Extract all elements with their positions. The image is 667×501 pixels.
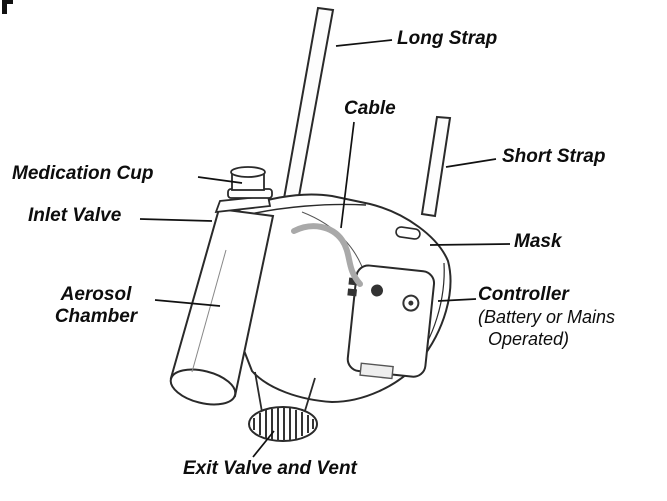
short-strap-drawing (420, 115, 452, 218)
label-controller-note-line2: Operated) (488, 329, 570, 349)
aerosol-chamber-drawing (169, 207, 275, 406)
label-medication-cup: Medication Cup (12, 163, 154, 184)
leader-lines (139, 39, 511, 458)
label-controller-title: Controller (478, 284, 569, 305)
label-short-strap: Short Strap (502, 146, 606, 167)
leader-medication-cup (197, 176, 243, 184)
strap-slot (395, 226, 421, 240)
controller-drawing (346, 264, 436, 380)
label-exit-valve-and-vent: Exit Valve and Vent (183, 458, 357, 479)
leader-inlet-valve (139, 218, 213, 222)
exit-valve-drawing (248, 371, 318, 442)
long-strap-drawing (281, 6, 335, 209)
label-aerosol-chamber-line1: Aerosol (60, 284, 132, 305)
leader-exit-valve (252, 430, 275, 458)
cable-drawing (291, 223, 363, 287)
leader-long-strap (335, 39, 393, 47)
corner-artifact (2, 0, 13, 14)
leader-mask (429, 243, 511, 246)
label-cable: Cable (344, 98, 396, 119)
label-aerosol-chamber: Aerosol Chamber (40, 284, 152, 328)
label-long-strap: Long Strap (397, 28, 498, 49)
label-controller-note-line1: (Battery or Mains (478, 307, 616, 327)
medication-cup-drawing (227, 166, 273, 199)
leader-short-strap (445, 158, 497, 168)
label-controller: Controller (Battery or Mains Operated) (478, 284, 615, 350)
label-mask: Mask (514, 231, 562, 252)
label-inlet-valve: Inlet Valve (28, 205, 122, 226)
leader-controller (437, 298, 477, 302)
leader-cable (340, 121, 355, 229)
leader-aerosol-chamber (154, 299, 221, 307)
label-aerosol-chamber-line2: Chamber (54, 306, 138, 327)
